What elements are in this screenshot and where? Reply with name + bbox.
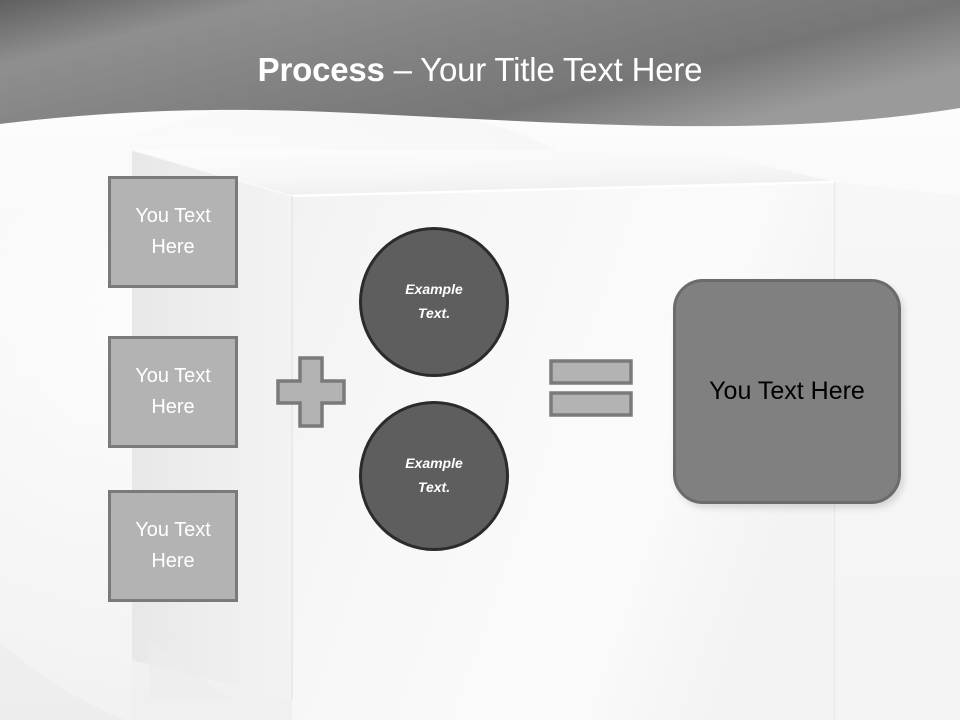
equals-icon: [549, 359, 633, 417]
result-box[interactable]: You Text Here: [673, 279, 901, 504]
input-box-2-label: You Text Here: [135, 365, 211, 418]
example-circle-1-line1: Example: [405, 281, 463, 298]
example-circle-1-label: Example Text.: [405, 278, 463, 326]
plus-icon: [276, 356, 346, 428]
header-band: [0, 0, 960, 127]
input-box-2[interactable]: You Text Here: [108, 336, 238, 448]
example-circle-2-label: Example Text.: [405, 452, 463, 500]
example-circle-1[interactable]: Example Text.: [359, 227, 509, 377]
page-title: Process – Your Title Text Here: [0, 51, 960, 88]
input-box-3-label: You Text Here: [135, 519, 211, 572]
example-circle-2-line1: Example: [405, 455, 463, 472]
input-box-1-label: You Text Here: [135, 205, 211, 258]
example-circle-2-line2: Text.: [417, 479, 451, 495]
page-title-rest: – Your Title Text Here: [384, 51, 703, 88]
input-box-1[interactable]: You Text Here: [108, 176, 238, 288]
page-title-strong: Process: [257, 51, 385, 88]
example-circle-2[interactable]: Example Text.: [359, 401, 509, 551]
input-box-3[interactable]: You Text Here: [108, 490, 238, 602]
example-circle-1-line2: Text.: [417, 305, 451, 321]
result-box-label: You Text Here: [709, 377, 865, 405]
